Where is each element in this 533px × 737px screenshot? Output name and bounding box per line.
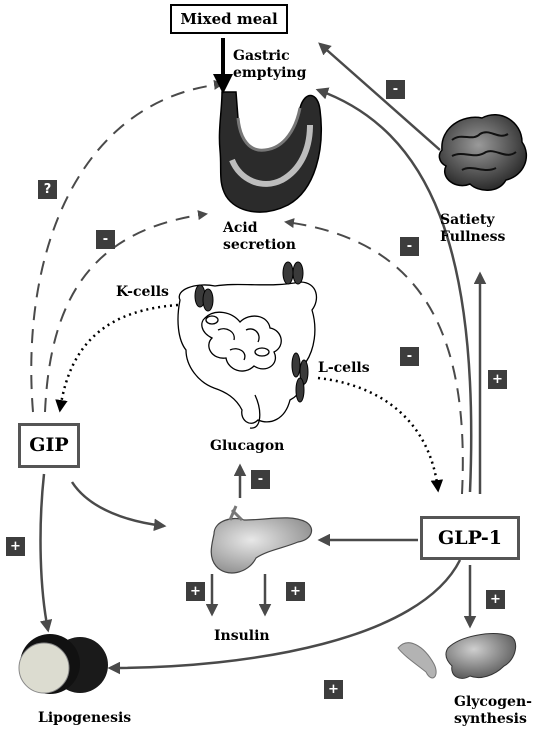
muscle-illustration [397, 642, 437, 679]
insulin-right-stimulate-badge: + [286, 582, 305, 601]
gip-acid-inhibit-badge: - [96, 230, 115, 249]
glp1-to-gastric-arrow [315, 87, 473, 493]
l-cells-to-glp1-arrow [317, 376, 444, 493]
gastric-emptying-label: Gastric emptying [233, 48, 307, 81]
glucagon-label: Glucagon [210, 438, 285, 454]
gip-to-pancreas-arrow [70, 481, 167, 532]
adipose-illustration [18, 634, 108, 694]
glp1-to-acid-arrow [284, 218, 464, 495]
k-cells-label: K-cells [116, 284, 169, 300]
gip-lipogenesis-stimulate-badge: + [6, 537, 25, 556]
gip-box: GIP [18, 423, 80, 468]
glp1-gastric-inhibit-badge: - [400, 347, 419, 366]
glycogen-synthesis-label: Glycogen- synthesis [454, 694, 532, 727]
liver-illustration [445, 633, 517, 679]
l-cells-label: L-cells [318, 360, 370, 376]
glucagon-inhibit-badge: - [251, 470, 270, 489]
intestine-illustration [177, 281, 318, 429]
glp1-box: GLP-1 [420, 516, 520, 560]
gip-to-lipogenesis-arrow [39, 473, 53, 633]
k-cells-to-gip-arrow [55, 303, 179, 413]
gip-to-acid-arrow [44, 210, 208, 413]
insulin-left-stimulate-badge: + [186, 582, 205, 601]
brain-gastric-inhibit-badge: - [386, 80, 405, 99]
brain-to-gastric-arrow [318, 42, 441, 151]
unknown-effect-badge: ? [38, 180, 57, 199]
pancreas-illustration [210, 505, 313, 574]
k-cells-marker [194, 261, 304, 312]
mixed-meal-box: Mixed meal [170, 4, 288, 34]
glp1-glycogen-stimulate-badge: + [486, 590, 505, 609]
glp1-lipogenesis-stimulate-badge: + [324, 680, 343, 699]
lipogenesis-label: Lipogenesis [38, 710, 132, 726]
l-cells-marker [291, 352, 309, 403]
brain-illustration [438, 113, 527, 191]
stomach-illustration [218, 91, 322, 213]
satiety-label: Satiety Fullness [440, 212, 506, 245]
glp1-satiety-stimulate-badge: + [488, 370, 507, 389]
glp1-to-lipogenesis-arrow [107, 559, 462, 675]
insulin-label: Insulin [214, 628, 270, 644]
acid-secretion-label: Acid secretion [223, 220, 296, 253]
glp1-acid-inhibit-badge: - [400, 237, 419, 256]
